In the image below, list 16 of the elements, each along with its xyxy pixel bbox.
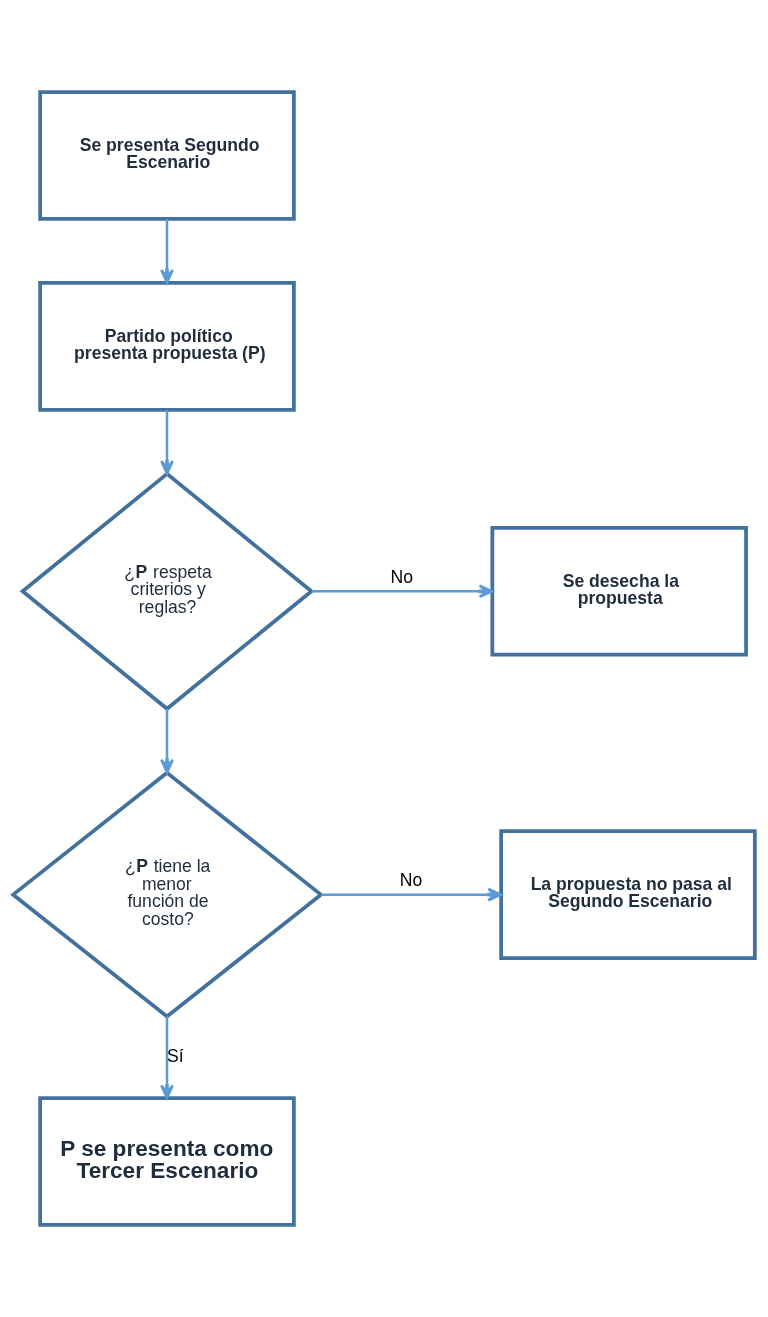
node-box: Se presenta Segundo Escenario xyxy=(38,90,296,221)
edge-label: No xyxy=(390,566,414,587)
arrow xyxy=(160,1016,174,1100)
node-box: La propuesta no pasa al Segundo Escenario xyxy=(499,829,757,960)
node-box: Se desecha la propuesta xyxy=(490,526,748,657)
arrow xyxy=(321,887,503,902)
node-diamond: ¿P tiene la menor función de costo? xyxy=(10,770,324,1019)
edge-label: No xyxy=(399,870,423,891)
node-diamond: ¿P respeta criterios y reglas? xyxy=(19,471,315,712)
arrow xyxy=(311,584,494,599)
arrow xyxy=(160,410,174,475)
node-box: Partido político presenta propuesta (P) xyxy=(38,281,296,412)
edge-label: Sí xyxy=(167,1045,184,1066)
arrow xyxy=(160,218,174,284)
arrow xyxy=(160,708,174,774)
node-box: P se presenta como Tercer Escenario xyxy=(38,1096,296,1227)
